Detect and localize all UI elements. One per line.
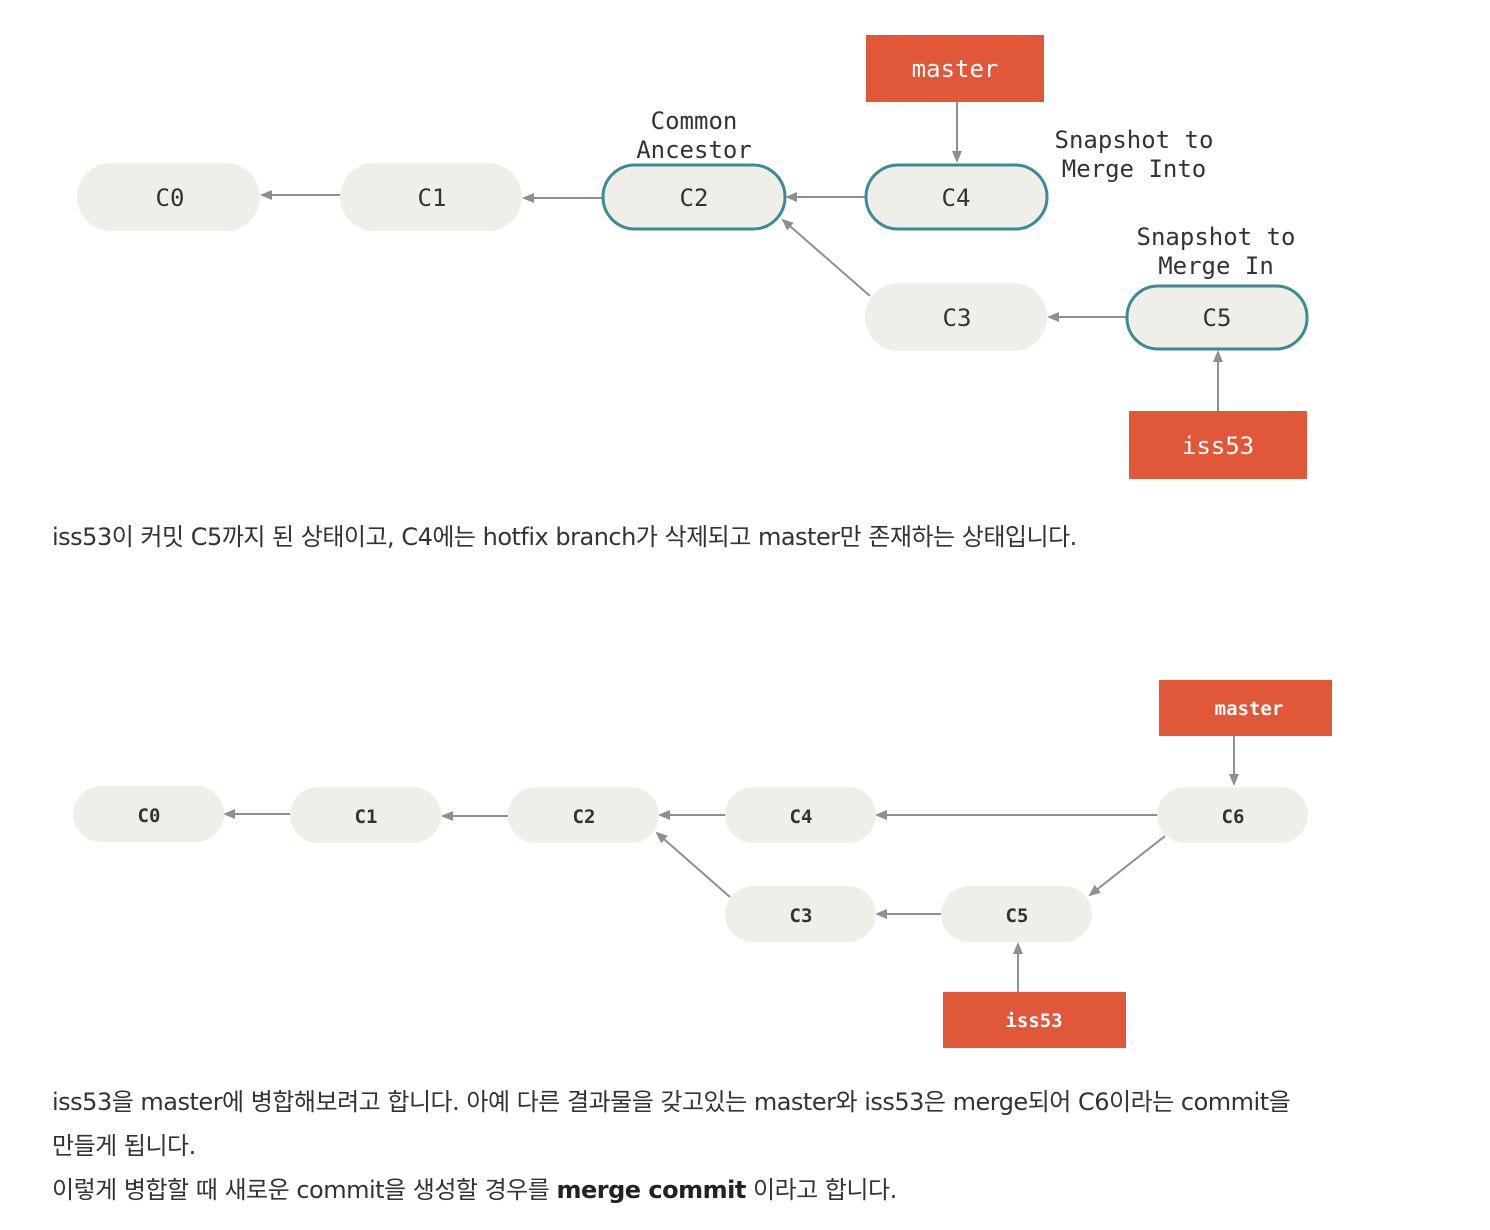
commit-label-c0: C0 [156,184,185,212]
paragraph-merge-line2: 만들게 됩니다. [52,1132,196,1160]
commit-label-c1: C1 [355,806,378,828]
commit-node-c5: C5 [941,886,1092,942]
commit-label-c2: C2 [573,806,596,828]
commit-node-c0: C0 [73,786,224,842]
commit-node-c5: C5 [1125,284,1309,351]
commit-label-c4: C4 [942,184,971,212]
paragraph-state-description: iss53이 커밋 C5까지 된 상태이고, C4에는 hotfix branc… [52,523,1077,551]
commit-label-c5: C5 [1203,304,1232,332]
paragraph-merge-line1: iss53을 master에 병합해보려고 합니다. 아예 다른 결과물을 갖고… [52,1088,1291,1116]
commit-node-c3: C3 [865,283,1047,351]
label-snapshot-in-line1: Snapshot to [1137,223,1296,251]
commit-node-c1: C1 [340,163,522,231]
merge-commit-term: merge commit [556,1176,746,1204]
paragraph-merge-description: iss53을 master에 병합해보려고 합니다. 아예 다른 결과물을 갖고… [52,1080,1452,1212]
paragraph-merge-line3-after: 이라고 합니다. [745,1176,897,1204]
diagram-before-merge: master Common Ancestor Snapshot to Merge… [77,35,1309,479]
branch-master: master [1159,680,1332,736]
commit-label-c1: C1 [418,184,447,212]
branch-master: master [866,35,1044,102]
branch-iss53: iss53 [1129,411,1307,479]
arrow-c6-to-c5 [1088,835,1166,897]
commit-label-c5: C5 [1006,905,1029,927]
commit-label-c6: C6 [1222,806,1245,828]
commit-node-c2: C2 [601,163,787,231]
commit-node-c2: C2 [508,787,659,843]
branch-master-label: master [912,55,999,83]
branch-iss53-label: iss53 [1182,432,1254,460]
branch-iss53-label: iss53 [1005,1010,1062,1032]
label-snapshot-into-line1: Snapshot to [1055,126,1214,154]
commit-node-c3: C3 [725,886,876,942]
branch-master-label: master [1215,698,1284,720]
commit-node-c6: C6 [1157,787,1308,843]
label-snapshot-into-line2: Merge Into [1062,155,1207,183]
commit-label-c3: C3 [790,905,813,927]
commit-label-c0: C0 [138,805,161,827]
commit-node-c0: C0 [77,163,260,231]
commit-label-c2: C2 [680,184,709,212]
paragraph-merge-line3: 이렇게 병합할 때 새로운 commit을 생성할 경우를 merge comm… [52,1168,1452,1212]
label-common-ancestor-line1: Common [651,107,738,135]
branch-iss53: iss53 [943,992,1126,1048]
commit-node-c1: C1 [290,787,441,843]
diagram-after-merge: master C0 C1 C2 C4 C6 C3 C5 iss53 [73,680,1332,1048]
label-snapshot-in-line2: Merge In [1158,252,1274,280]
commit-node-c4: C4 [725,787,876,843]
arrow-c3-to-c2 [781,218,871,297]
arrow-c3-to-c2 [655,831,731,898]
label-common-ancestor-line2: Ancestor [636,136,752,164]
commit-node-c4: C4 [864,163,1049,231]
paragraph-merge-line3-before: 이렇게 병합할 때 새로운 commit을 생성할 경우를 [52,1176,557,1204]
commit-label-c4: C4 [790,806,813,828]
commit-label-c3: C3 [943,304,972,332]
